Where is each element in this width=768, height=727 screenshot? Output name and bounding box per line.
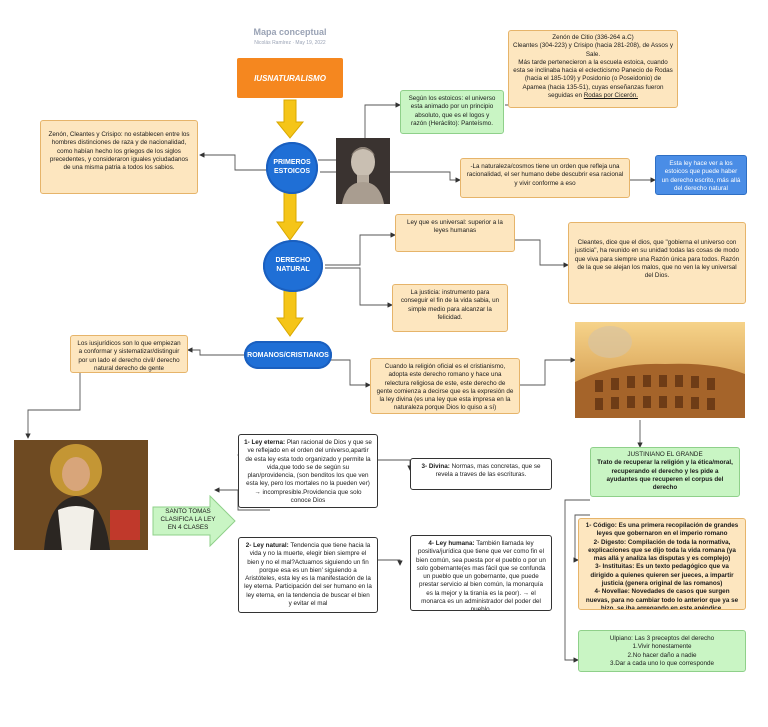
justicia-box: La justicia: instrumento para conseguir … bbox=[392, 284, 508, 332]
saint-portrait-photo bbox=[14, 440, 148, 550]
zenon-citio-line1: Zenón de Citio (336-264 a.C) bbox=[552, 34, 634, 41]
iusjuridicos-box: Los iusjurídicos son lo que empiezan a c… bbox=[70, 335, 188, 373]
codigo-line4: 4- Novellae: Novedades de casos que surg… bbox=[585, 588, 739, 610]
codigo-line3: 3- Instituitas: Es un texto pedagógico q… bbox=[590, 563, 734, 588]
statue-photo bbox=[336, 138, 390, 204]
zenon-citio-line2: Cleantes (304-223) y Crisipo (hacia 281-… bbox=[513, 42, 673, 58]
codigo-line2: 2- Digesto: Compilación de toda la norma… bbox=[588, 538, 736, 563]
codigo-box: 1- Código: Es una primera recopilación d… bbox=[578, 518, 746, 610]
zenon-left-box: Zenón, Cleantes y Crisipo: no establecen… bbox=[40, 120, 198, 194]
zenon-citio-box: Zenón de Citio (336-264 a.C) Cleantes (3… bbox=[508, 30, 678, 108]
ley-universal-box: Ley que es universal: superior a la leye… bbox=[395, 214, 515, 252]
page-subtitle: Nicolás Ramírez · May 19, 2022 bbox=[254, 40, 326, 46]
page-title: Mapa conceptual bbox=[253, 27, 327, 37]
justiniano-box: JUSTINIANO EL GRANDE Trato de recuperar … bbox=[590, 447, 740, 497]
ley-humana-box: 4- Ley humana: También llamada ley posit… bbox=[410, 535, 552, 611]
justiniano-title: JUSTINIANO EL GRANDE bbox=[627, 451, 703, 458]
ulpiano-item1: 1.Vivir honestamente bbox=[632, 643, 692, 651]
divina-box: 3- Divina: Normas, mas concretas, que se… bbox=[410, 458, 552, 490]
santo-tomas-arrow: SANTO TOMAS CLASIFICA LA LEY EN 4 CLASES bbox=[152, 495, 236, 547]
main-title-box: IUSNATURALISMO bbox=[237, 58, 343, 98]
node-derecho-natural: DERECHO NATURAL bbox=[263, 240, 323, 292]
colosseum-photo bbox=[575, 322, 745, 418]
codigo-line1: 1- Código: Es una primera recopilación d… bbox=[585, 522, 739, 538]
justiniano-body: Trato de recuperar la religión y la étic… bbox=[597, 459, 733, 492]
ulpiano-box: Ulpiano: Las 3 preceptos del derecho 1.V… bbox=[578, 630, 746, 672]
cleantes-box: Cleantes, dice que el dios, que "gobiern… bbox=[568, 222, 746, 304]
ulpiano-item2: 2.No hacer daño a nadie bbox=[627, 651, 697, 659]
ley-natural-box: 2- Ley natural: Tendencia que tiene haci… bbox=[238, 537, 378, 613]
religion-box: Cuando la religión oficial es el cristia… bbox=[370, 358, 520, 414]
santo-tomas-label: SANTO TOMAS CLASIFICA LA LEY EN 4 CLASES bbox=[160, 508, 216, 532]
zenon-citio-line3: Más tarde pertenecieron a la escuela est… bbox=[513, 58, 673, 100]
naturaleza-box: -La naturaleza/cosmos tiene un orden que… bbox=[460, 158, 630, 198]
node-romanos-cristianos: ROMANOS/CRISTIANOS bbox=[244, 341, 332, 369]
ulpiano-item3: 3.Dar a cada uno lo que corresponde bbox=[610, 659, 714, 667]
down-arrow-icon bbox=[275, 99, 305, 337]
node-primeros-estoicos: PRIMEROS ESTOICOS bbox=[266, 142, 318, 194]
esta-ley-box: Esta ley hace ver a los estoicos que pue… bbox=[655, 155, 747, 195]
ulpiano-title: Ulpiano: Las 3 preceptos del derecho bbox=[609, 635, 715, 642]
segun-estoicos-box: Según los estoicos: el universo esta ani… bbox=[400, 90, 504, 134]
ley-eterna-box: 1- Ley eterna: Plan racional de Dios y q… bbox=[238, 434, 378, 508]
